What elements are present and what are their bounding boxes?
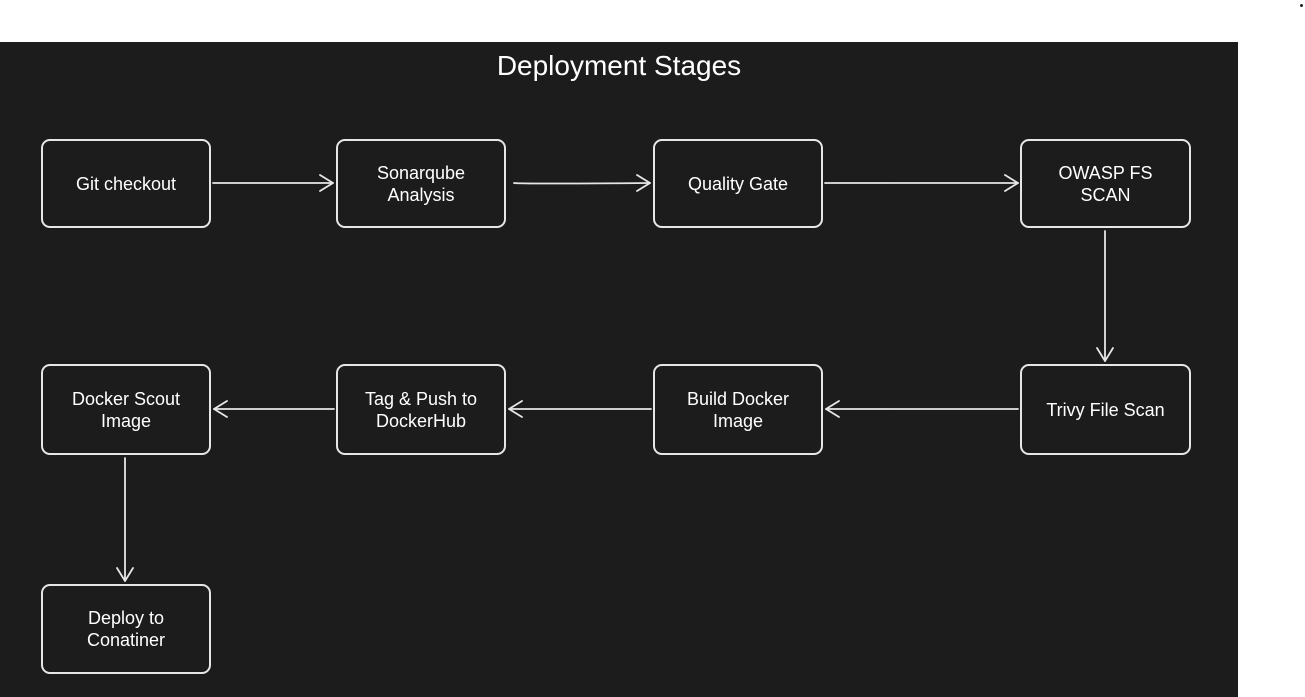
stage-owasp-fs-scan: OWASP FS SCAN [1020,139,1191,228]
stage-tag-push-dockerhub: Tag & Push to DockerHub [336,364,506,455]
stage-quality-gate: Quality Gate [653,139,823,228]
diagram-title: Deployment Stages [496,50,742,81]
stage-deploy-to-container: Deploy to Conatiner [41,584,211,674]
stage-sonarqube-analysis: Sonarqube Analysis [336,139,506,228]
stage-trivy-file-scan: Trivy File Scan [1020,364,1191,455]
stage-build-docker-image: Build Docker Image [653,364,823,455]
stage-git-checkout: Git checkout [41,139,211,228]
stage-docker-scout-image: Docker Scout Image [41,364,211,455]
stray-dot [1300,4,1303,7]
